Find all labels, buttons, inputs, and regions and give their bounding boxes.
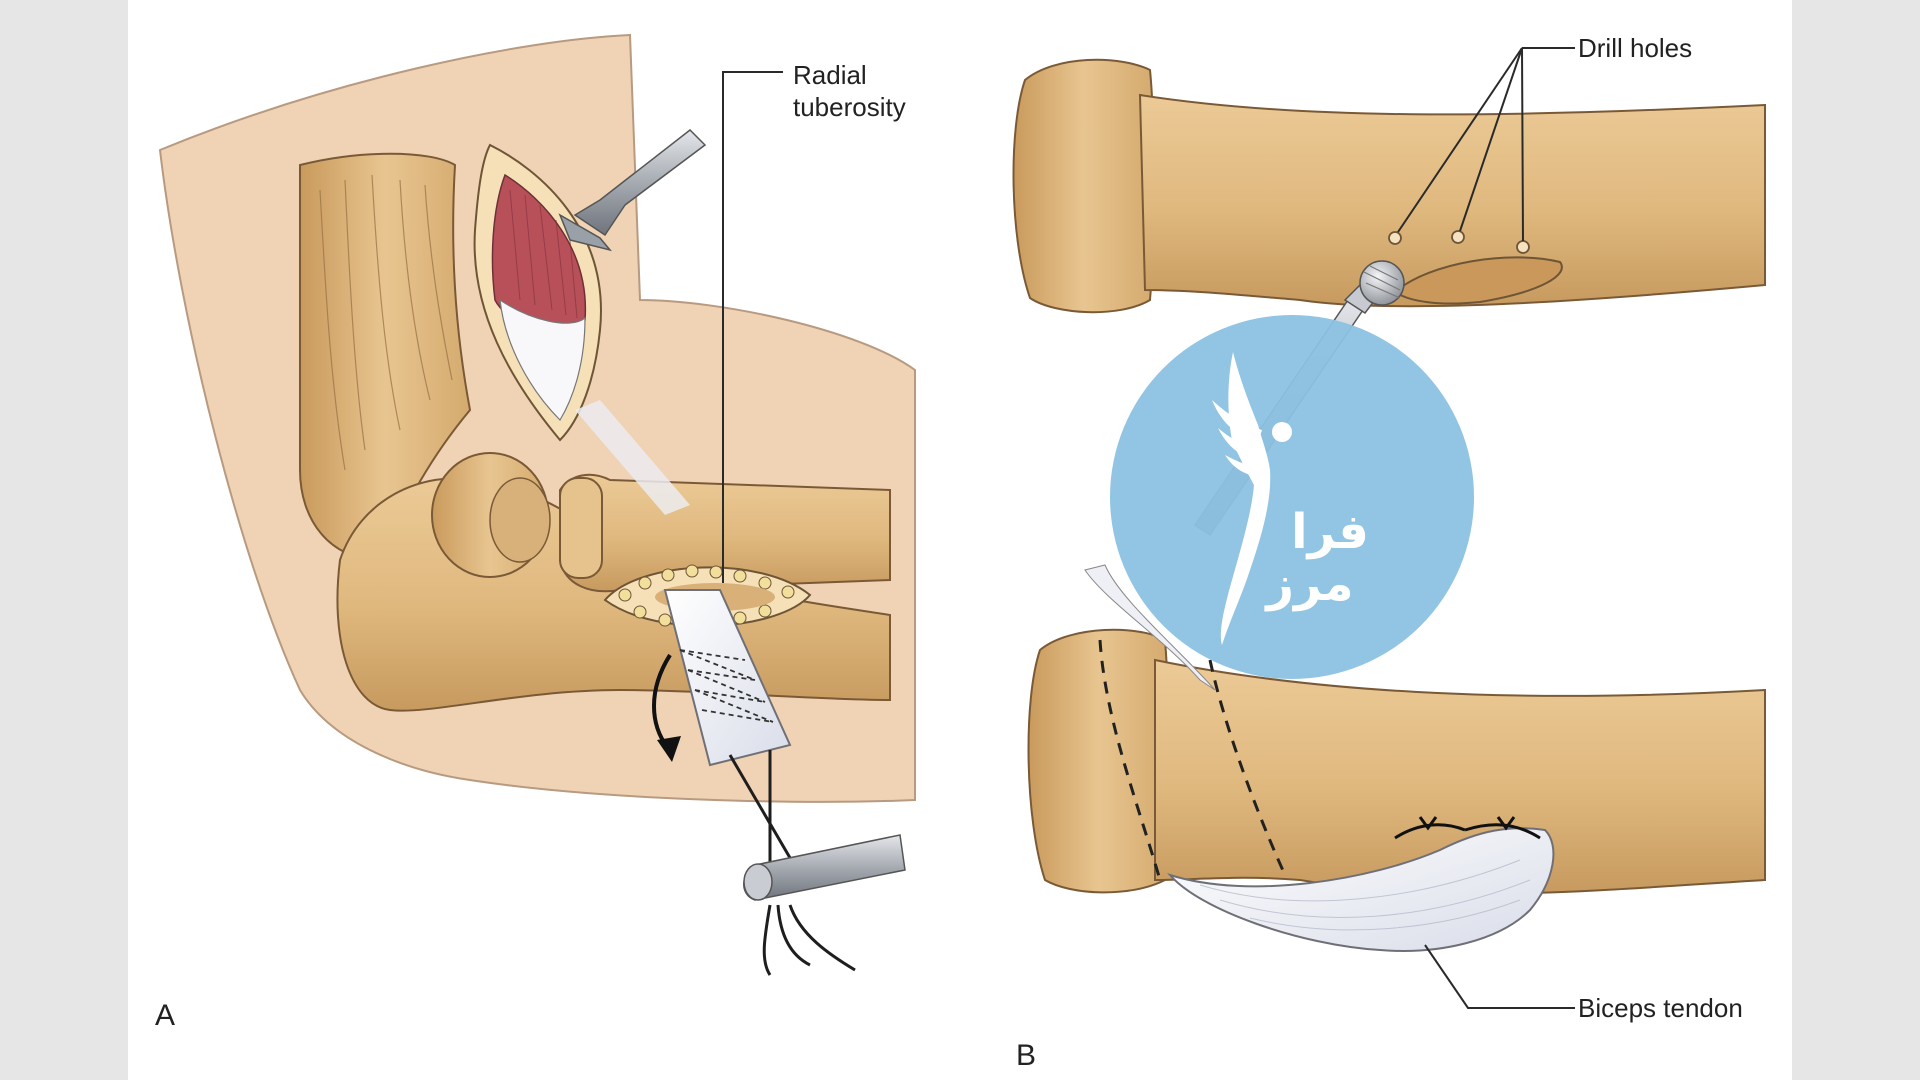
distal-biceps-tendon [663,589,792,767]
panel-a-illustration: Radial tuberosity A [155,33,916,1032]
drill-hole-2 [1451,230,1465,244]
suture-strands [728,750,856,976]
radial-tuberosity-label: Radial tuberosity [793,60,906,122]
watermark: فرا مرز [1110,315,1474,679]
drill-holes-label: Drill holes [1578,33,1692,63]
tuberosity-trough [1393,256,1563,305]
drill-hole-1 [1388,231,1402,245]
biceps-tendon-leader [1424,944,1575,1009]
retractor-icon [558,129,707,252]
tendon-sutures [1394,816,1541,840]
biceps-tendon-label: Biceps tendon [1578,993,1743,1023]
humerus-hatching [319,174,453,471]
drill-hole-3 [1516,240,1530,254]
suture-passer-instrument [743,834,906,901]
curved-arrow-icon [652,653,681,762]
biceps-tendon-repair [1166,827,1555,952]
drill-holes-leaders [1397,47,1575,242]
watermark-text-line1: فرا [1291,504,1369,560]
watermark-text-line2: مرز [1264,556,1353,612]
radius-drill-view [1012,58,1766,314]
biceps-tendon-proximal [499,298,586,421]
radius-repair-view [1027,564,1766,952]
watermark-circle [1110,315,1474,679]
angel-figure-logo-icon [1212,352,1292,645]
panel-b-letter: B [1016,1039,1036,1072]
radial-tuberosity-leader [722,71,783,583]
panel-a-letter: A [155,999,175,1032]
whipstitch-suture [679,649,774,723]
